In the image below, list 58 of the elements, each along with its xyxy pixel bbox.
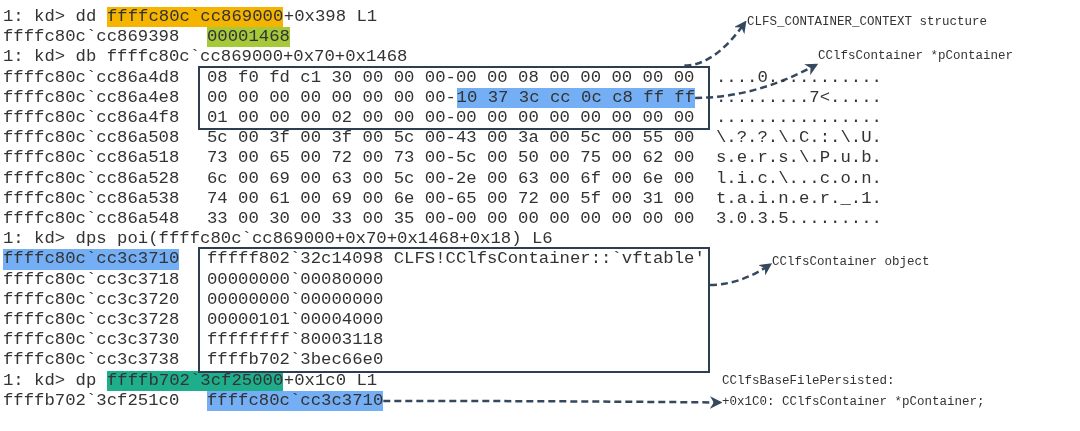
- memory-address: ffffc80c`cc869398: [3, 27, 180, 48]
- memory-address: ffffc80c`cc3c3718: [3, 269, 180, 290]
- memory-value: 00000101`00004000: [207, 310, 384, 331]
- memory-address: ffffc80c`cc86a518: [3, 148, 180, 169]
- annotation-text: CLFS_CONTAINER_CONTEXT structure: [747, 14, 988, 31]
- hex-bytes: 73 00 65 00 72 00 73 00-5c 00 50 00 75 00 62 00: [207, 148, 695, 169]
- dashed-arrow: [383, 396, 723, 409]
- dashed-arrow: [709, 263, 773, 287]
- ascii-dump: 3.0.3.5.........: [716, 209, 882, 230]
- command-line: 1: kd> dps poi(ffffc80c`cc869000+0x70+0x1468+0x18) L6: [3, 229, 553, 250]
- memory-address: ffffc80c`cc86a508: [3, 128, 180, 149]
- command-line: 1: kd> db ffffc80c`cc869000+0x70+0x1468: [3, 47, 408, 68]
- memory-address: ffffc80c`cc3c3738: [3, 350, 180, 371]
- memory-value: ffffffff`80003118: [207, 330, 384, 351]
- memory-address: ffffc80c`cc86a4e8: [3, 87, 180, 108]
- ascii-dump: l.i.c.\...c.o.n.: [716, 168, 882, 189]
- hex-dump-box: [198, 65, 710, 131]
- hex-bytes: 33 00 30 00 33 00 35 00-00 00 00 00 00 00 00 00: [207, 209, 695, 230]
- annotation-text: CClfsContainer *pContainer: [818, 48, 1014, 65]
- memory-value: fffff802`32c14098 CLFS!CClfsContainer::`vftable': [207, 249, 705, 270]
- ascii-dump: t.a.i.n.e.r._.1.: [716, 188, 882, 209]
- memory-value: 00000000`00080000: [207, 269, 384, 290]
- hex-bytes: 00 00 00 00 00 00 00 00-: [207, 87, 456, 108]
- memory-value: 00000000`00000000: [207, 289, 384, 310]
- memory-address: ffffb702`3cf251c0: [3, 390, 180, 411]
- highlighted-pointer: ffffc80c`cc3c3710: [207, 390, 384, 411]
- annotation-text: +0x1C0: CClfsContainer *pContainer;: [722, 394, 985, 411]
- command-line: +0x1c0 L1: [283, 370, 378, 391]
- memory-address: ffffc80c`cc86a4f8: [3, 108, 180, 129]
- command-line: 1: kd> dp: [3, 370, 97, 391]
- hex-bytes: 74 00 61 00 69 00 6e 00-65 00 72 00 5f 00 31 00: [207, 188, 695, 209]
- highlighted-value: 00001468: [207, 27, 290, 48]
- hex-bytes: 6c 00 69 00 63 00 5c 00-2e 00 63 00 6f 00 6e 00: [207, 168, 695, 189]
- highlighted-bytes: 10 37 3c cc 0c c8 ff ff: [456, 87, 696, 108]
- ascii-dump: s.e.r.s.\.P.u.b.: [716, 148, 882, 169]
- memory-address: ffffc80c`cc86a538: [3, 188, 180, 209]
- command-line: 1: kd> dd: [3, 7, 97, 28]
- memory-address: ffffc80c`cc86a548: [3, 209, 180, 230]
- highlighted-address: ffffc80c`cc3c3710: [3, 249, 180, 270]
- memory-address: ffffc80c`cc86a528: [3, 168, 180, 189]
- memory-address: ffffc80c`cc86a4d8: [3, 67, 180, 88]
- command-line: +0x398 L1: [283, 7, 378, 28]
- hex-bytes: 08 f0 fd c1 30 00 00 00-00 00 08 00 00 00 00 00: [207, 67, 695, 88]
- memory-address: ffffc80c`cc3c3720: [3, 289, 180, 310]
- object-dump-box: [198, 247, 710, 373]
- memory-value: ffffb702`3bec66e0: [207, 350, 384, 371]
- highlighted-address: ffffc80c`cc869000: [107, 7, 284, 28]
- hex-bytes: 01 00 00 00 02 00 00 00-00 00 00 00 00 00 00 00: [207, 108, 695, 129]
- memory-address: ffffc80c`cc3c3728: [3, 310, 180, 331]
- annotation-text: CClfsBaseFilePersisted:: [722, 373, 896, 390]
- ascii-dump: \.?.?.\.C.:.\.U.: [716, 128, 882, 149]
- dashed-arrow: [684, 20, 747, 67]
- hex-bytes: 5c 00 3f 00 3f 00 5c 00-43 00 3a 00 5c 00 55 00: [207, 128, 695, 149]
- ascii-dump: .........7<.....: [716, 87, 882, 108]
- highlighted-address: ffffb702`3cf25000: [107, 370, 284, 391]
- annotation-text: CClfsContainer object: [772, 254, 930, 271]
- ascii-dump: ................: [716, 108, 882, 129]
- memory-address: ffffc80c`cc3c3730: [3, 330, 180, 351]
